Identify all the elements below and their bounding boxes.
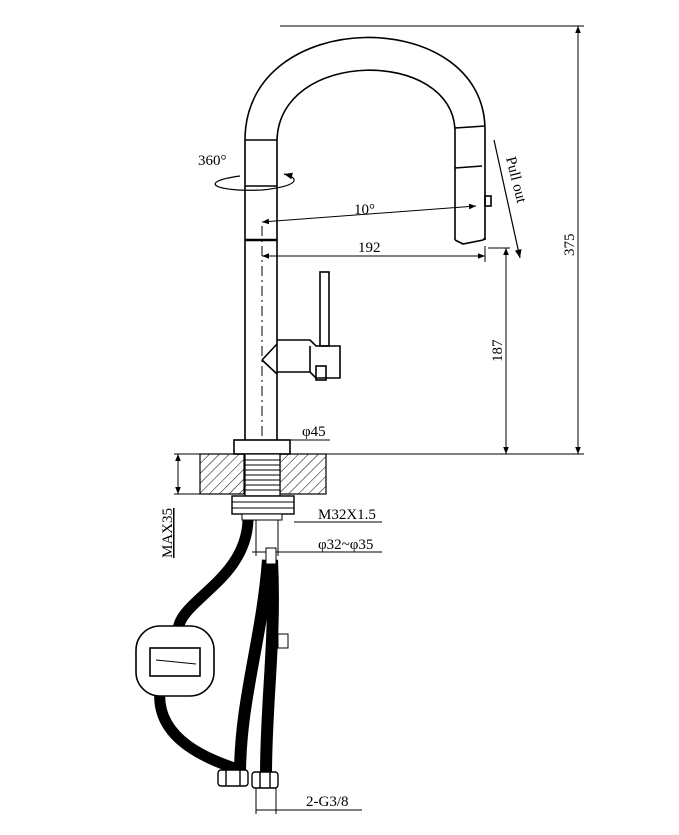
spout-outer-outline xyxy=(244,36,486,440)
base-flange xyxy=(233,439,291,455)
mounting-nut xyxy=(231,495,295,515)
supply-hoses xyxy=(154,519,289,776)
angle-label: 10° xyxy=(354,202,375,218)
reach-label: 192 xyxy=(358,240,381,256)
thread-label: M32X1.5 xyxy=(318,507,376,523)
connection-dimension: 2-G3/8 xyxy=(255,788,362,814)
spray-head xyxy=(454,237,486,245)
pull-out-indicator: Pull out xyxy=(493,139,529,259)
base-diameter-label: φ45 xyxy=(302,424,326,440)
rotation-indicator: 360° xyxy=(198,153,295,191)
thickness-dimension: MAX35 xyxy=(160,454,230,558)
hole-diameter-label: φ32~φ35 xyxy=(318,537,373,553)
hose-weight xyxy=(135,625,215,697)
base-diameter-dimension: φ45 xyxy=(234,424,330,441)
spray-button xyxy=(484,195,492,207)
hose-connectors xyxy=(217,769,279,789)
handle-body xyxy=(277,339,341,379)
thread-dimensions: M32X1.5 φ32~φ35 xyxy=(252,507,382,556)
rotation-label: 360° xyxy=(198,153,227,169)
thickness-label: MAX35 xyxy=(160,508,176,558)
reach-dimension: 192 xyxy=(261,226,486,440)
angle-dimension: 10° xyxy=(261,202,477,225)
handle-lever xyxy=(319,271,330,347)
spout-height-label: 187 xyxy=(490,339,506,362)
countertop-section xyxy=(199,453,327,521)
connection-label: 2-G3/8 xyxy=(306,794,349,810)
overall-height-label: 375 xyxy=(562,234,578,257)
spout-inner-outline xyxy=(276,69,456,440)
